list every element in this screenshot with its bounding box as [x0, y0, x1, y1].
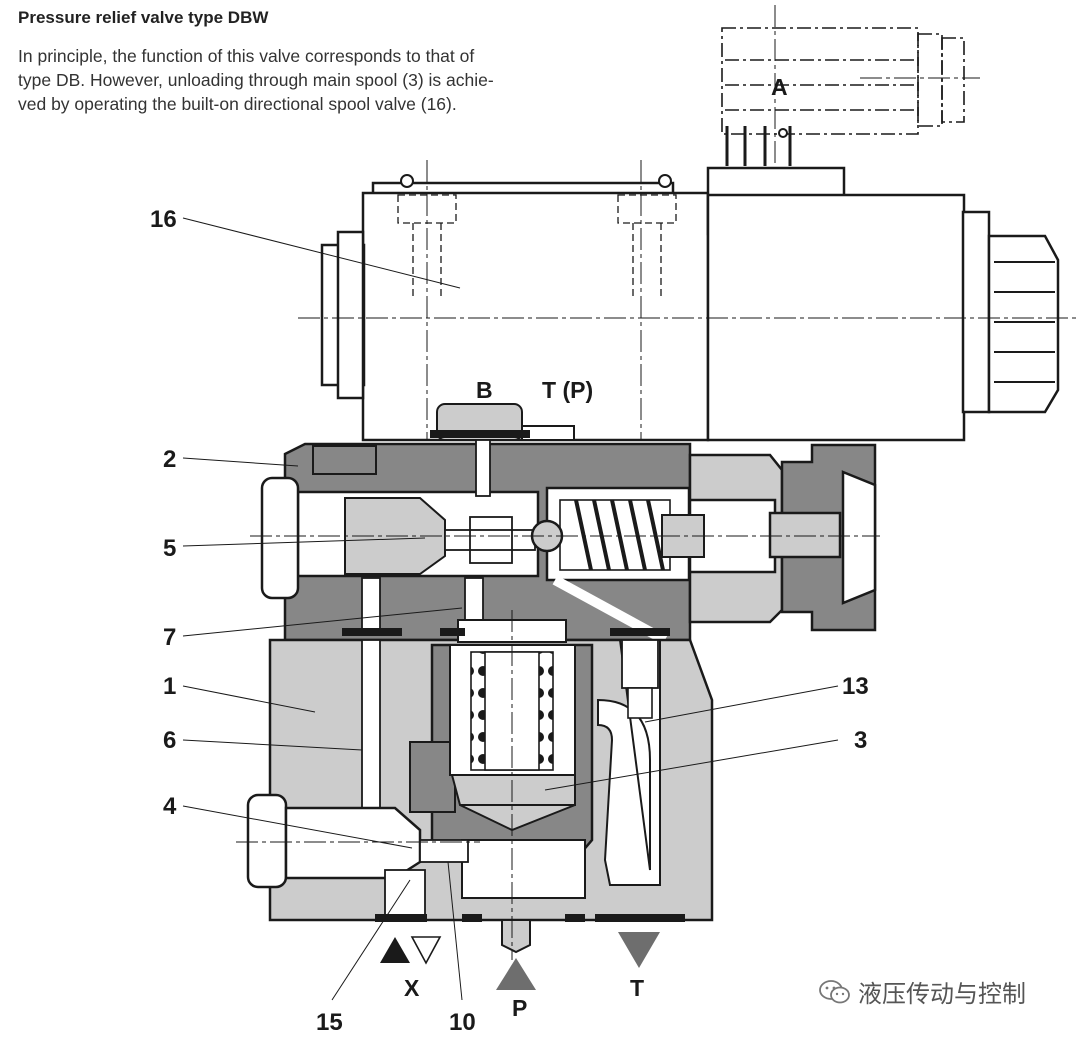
watermark-text: 液压传动与控制 — [858, 980, 1026, 1008]
diagram-description: In principle, the function of this valve… — [18, 44, 608, 116]
t-channel-nozzle — [627, 687, 653, 719]
connector-centerlines — [774, 5, 980, 240]
port-label-t: T — [630, 975, 644, 1001]
wechat-icon — [819, 979, 850, 1003]
port-label-a: A — [771, 74, 788, 100]
p-port-bore — [461, 839, 586, 899]
callout-4: 4 — [163, 793, 177, 820]
callout-3: 3 — [854, 727, 867, 754]
connector-plug — [721, 27, 965, 135]
sleeve-left-land — [409, 741, 456, 813]
callout-2: 2 — [163, 446, 176, 473]
port-label-tp: T (P) — [542, 377, 593, 403]
p-port-triangle — [496, 958, 536, 990]
orifice-5 — [444, 529, 536, 551]
bottom-seals — [342, 628, 685, 922]
knurled-knob-ribs — [994, 261, 1055, 383]
plug-4-head — [246, 793, 288, 889]
plug-4 — [284, 806, 422, 880]
t-channel-fitting — [621, 639, 659, 689]
x-port-down-triangle — [410, 936, 442, 965]
solenoid-screws — [397, 194, 677, 300]
port-seal — [430, 430, 530, 438]
callout-5: 5 — [163, 535, 176, 562]
description-line-2: type DB. However, unloading through main… — [18, 70, 494, 90]
callout-6: 6 — [163, 727, 176, 754]
plug-15 — [384, 869, 426, 916]
watermark: 液压传动与控制 — [818, 974, 1026, 1009]
centerlines — [236, 160, 1078, 960]
orifice-housing — [469, 516, 513, 564]
callout-1: 1 — [163, 673, 176, 700]
connector-pins — [725, 126, 792, 166]
connector-pin-hole — [778, 128, 788, 138]
callout-15: 15 — [316, 1009, 343, 1036]
callout-7: 7 — [163, 624, 176, 651]
port-label-p: P — [512, 995, 527, 1021]
p-port-pin — [501, 919, 531, 954]
diagram-title: Pressure relief valve type DBW — [18, 8, 269, 27]
callout-16: 16 — [150, 206, 177, 233]
t-port-triangle — [618, 932, 660, 968]
nozzle-10 — [419, 839, 469, 863]
pilot-adjuster — [545, 443, 877, 632]
solenoid-lugs — [400, 174, 672, 188]
description-line-3: ved by operating the built-on directiona… — [18, 94, 457, 114]
callout-13: 13 — [842, 673, 869, 700]
port-label-b: B — [476, 377, 493, 403]
solenoid-body — [320, 166, 1060, 442]
callout-10: 10 — [449, 1009, 476, 1036]
port-label-x: X — [404, 975, 420, 1001]
cover-boss — [312, 445, 377, 475]
x-port-up-triangle — [380, 937, 410, 963]
leader-lines — [182, 217, 839, 1001]
left-plug — [260, 476, 300, 600]
description-line-1: In principle, the function of this valve… — [18, 46, 475, 66]
pilot-spring — [574, 499, 665, 571]
